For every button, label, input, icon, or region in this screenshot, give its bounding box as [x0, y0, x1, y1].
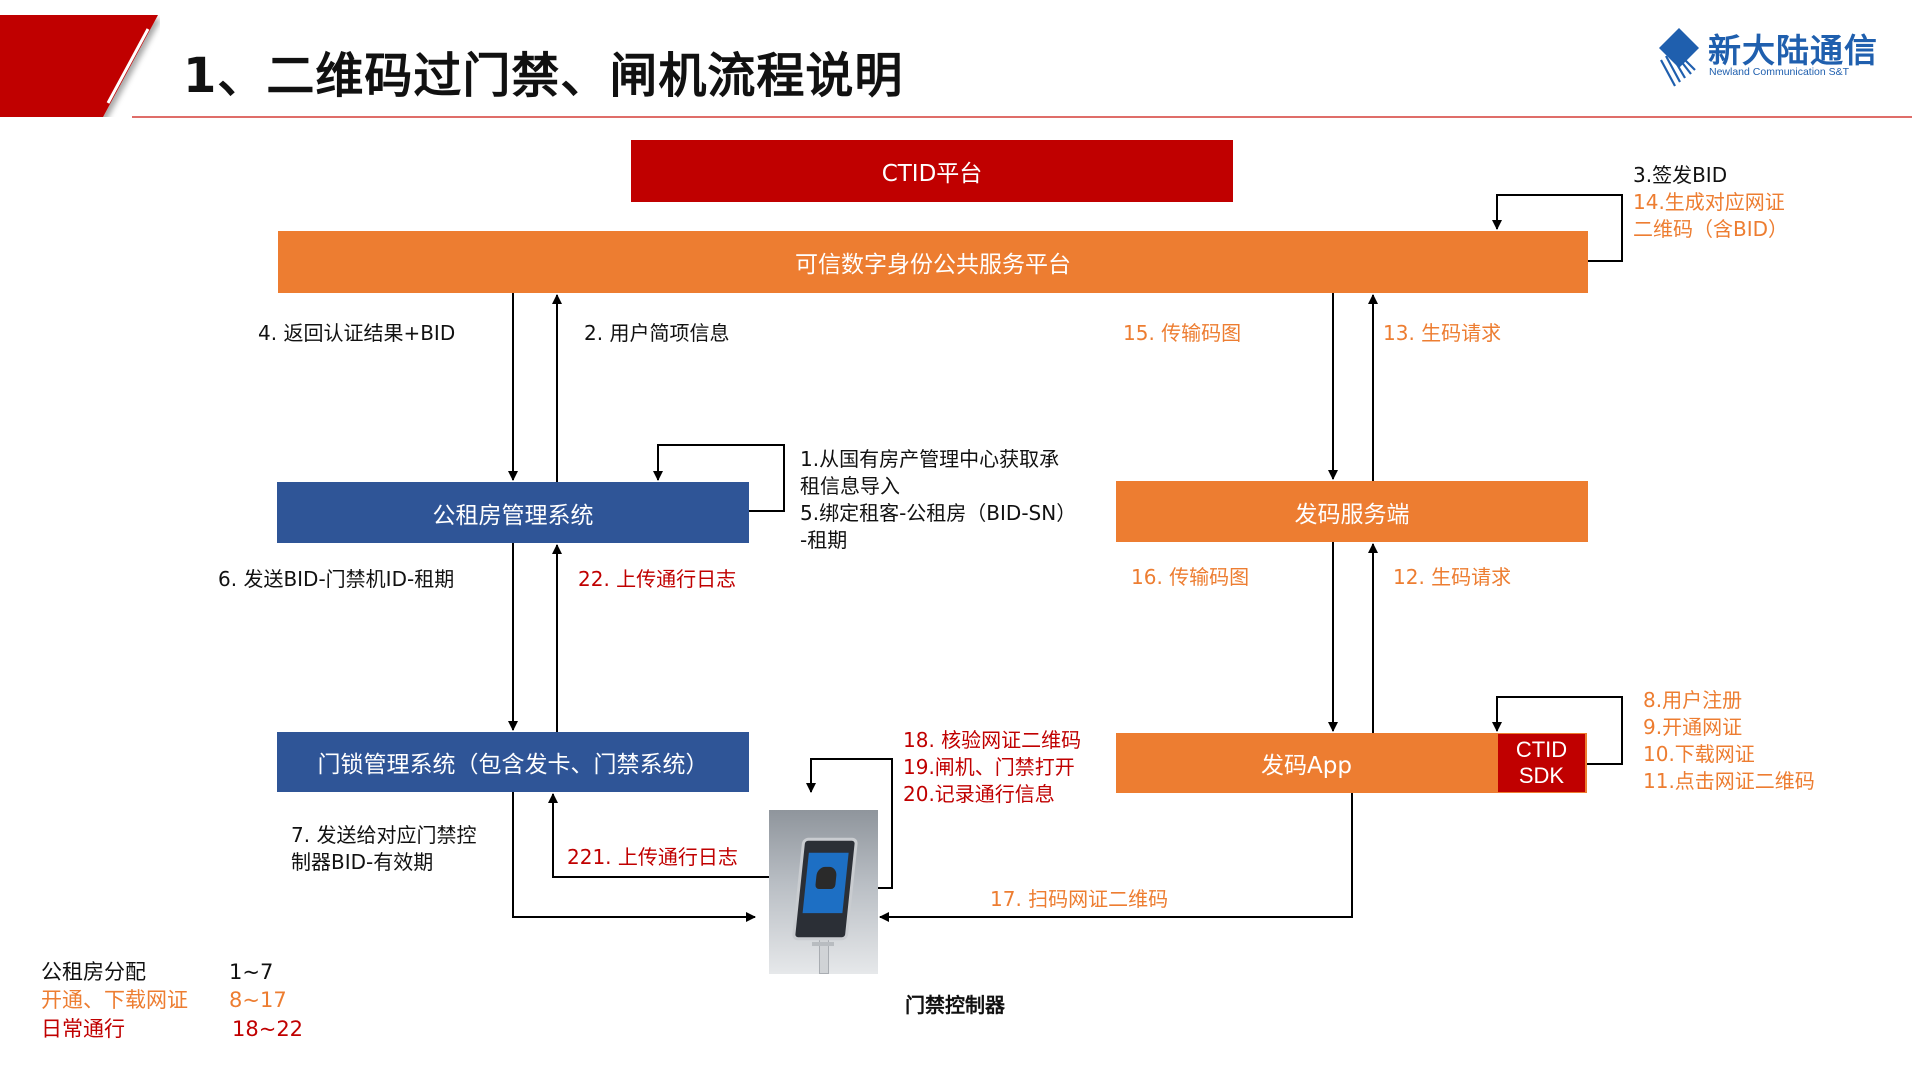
step-20-line: 20.记录通行信息 — [903, 782, 1055, 806]
step-7-line2: 制器BID-有效期 — [291, 850, 434, 874]
step-10-line: 10.下载网证 — [1643, 742, 1755, 766]
loop-step8-11 — [1492, 696, 1623, 765]
step-5-line2: -租期 — [800, 528, 848, 552]
loop-step18-20 — [806, 758, 893, 889]
device-body — [791, 837, 859, 941]
node-label: 发码服务端 — [1294, 501, 1410, 528]
step-17-label: 17. 扫码网证二维码 — [990, 887, 1169, 911]
step-13-label: 13. 生码请求 — [1383, 321, 1502, 345]
step-6-label: 6. 发送BID-门禁机ID-租期 — [218, 567, 455, 591]
step-18-line: 18. 核验网证二维码 — [903, 728, 1082, 752]
step-8-11-label: 8.用户注册 9.开通网证 10.下载网证 11.点击网证二维码 — [1643, 687, 1815, 795]
legend-row-daily-access: 日常通行 18~22 — [41, 1015, 303, 1043]
step-1-line2: 租信息导入 — [800, 474, 900, 498]
device-screen — [802, 852, 849, 914]
device-face-icon — [815, 866, 838, 889]
step-2-label: 2. 用户简项信息 — [584, 321, 730, 345]
legend-range: 1~7 — [229, 960, 274, 984]
step-7-label: 7. 发送给对应门禁控 制器BID-有效期 — [291, 822, 476, 876]
step-14-label: 14.生成对应网证 二维码（含BID） — [1633, 189, 1788, 243]
title-divider — [132, 116, 1912, 118]
step-1-5-label: 1.从国有房产管理中心获取承 租信息导入 5.绑定租客-公租房（BID-SN） … — [800, 446, 1076, 554]
step-7-line1: 7. 发送给对应门禁控 — [291, 823, 477, 847]
sdk-label-line1: CTID — [1515, 737, 1568, 762]
node-ctid-platform: CTID平台 — [631, 140, 1233, 202]
node-label: CTID平台 — [881, 161, 983, 187]
device-base — [812, 942, 834, 946]
step-3-label: 3.签发BID — [1633, 163, 1728, 187]
node-label: 发码App — [1261, 753, 1352, 779]
arrow-step17 — [879, 793, 1353, 922]
legend-range: 8~17 — [229, 988, 287, 1012]
title-flag-decoration — [0, 15, 158, 117]
step-221-label: 221. 上传通行日志 — [567, 845, 738, 869]
legend-label: 开通、下载网证 — [41, 988, 188, 1012]
loop-step1-5 — [653, 444, 785, 512]
node-label: 门锁管理系统（包含发卡、门禁系统） — [317, 752, 709, 778]
node-label: 公租房管理系统 — [432, 502, 594, 529]
legend-range: 18~22 — [232, 1017, 304, 1041]
step-12-label: 12. 生码请求 — [1393, 565, 1512, 589]
legend-label: 公租房分配 — [41, 960, 146, 984]
loop-step3-14 — [1492, 194, 1623, 262]
step-11-line: 11.点击网证二维码 — [1643, 769, 1815, 793]
step-14-line2: 二维码（含BID） — [1633, 217, 1789, 241]
legend-row-allocation: 公租房分配 1~7 — [41, 958, 273, 986]
step-16-label: 16. 传输码图 — [1131, 565, 1250, 589]
step-22-label: 22. 上传通行日志 — [578, 567, 737, 591]
sdk-label-line2: SDK — [1518, 763, 1565, 788]
logo-name-cn: 新大陆通信 — [1708, 31, 1878, 70]
arrow-step7 — [512, 792, 756, 922]
step-14-line1: 14.生成对应网证 — [1633, 190, 1785, 214]
node-code-server: 发码服务端 — [1116, 481, 1588, 542]
step-9-line: 9.开通网证 — [1643, 715, 1743, 739]
company-logo: 新大陆通信 Newland Communication S&T — [1655, 22, 1885, 92]
node-door-lock-system: 门锁管理系统（包含发卡、门禁系统） — [277, 732, 749, 792]
step-1-line1: 1.从国有房产管理中心获取承 — [800, 447, 1060, 471]
page-title: 1、二维码过门禁、闸机流程说明 — [183, 48, 904, 104]
step-4-label: 4. 返回认证结果+BID — [258, 321, 456, 345]
arrow-step221 — [548, 793, 769, 878]
logo-name-en: Newland Communication S&T — [1709, 66, 1850, 78]
step-18-20-label: 18. 核验网证二维码 19.闸机、门禁打开 20.记录通行信息 — [903, 727, 1081, 808]
step-19-line: 19.闸机、门禁打开 — [903, 755, 1075, 779]
newland-logo-icon — [1659, 28, 1699, 87]
node-public-housing-system: 公租房管理系统 — [277, 482, 749, 543]
node-trusted-id-platform: 可信数字身份公共服务平台 — [278, 231, 1588, 293]
access-controller-label: 门禁控制器 — [905, 995, 1005, 1017]
node-label: 可信数字身份公共服务平台 — [795, 252, 1071, 278]
node-ctid-sdk: CTID SDK — [1498, 734, 1585, 792]
legend-row-enable-cert: 开通、下载网证 8~17 — [41, 986, 287, 1014]
legend-label: 日常通行 — [41, 1017, 125, 1041]
step-8-line: 8.用户注册 — [1643, 688, 1743, 712]
access-controller-image — [769, 810, 878, 974]
step-5-line1: 5.绑定租客-公租房（BID-SN） — [800, 501, 1077, 525]
step-15-label: 15. 传输码图 — [1123, 321, 1242, 345]
